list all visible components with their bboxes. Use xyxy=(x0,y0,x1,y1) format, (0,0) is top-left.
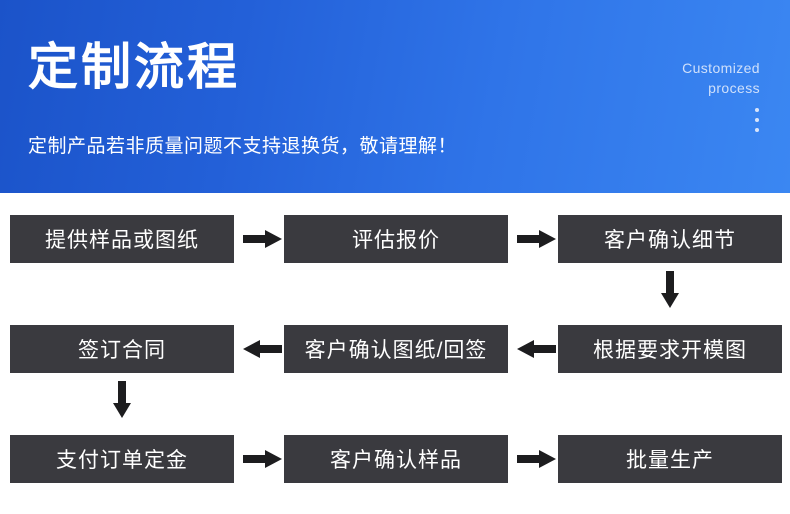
english-caption-line2: process xyxy=(708,80,760,97)
arrow-right-icon-1 xyxy=(240,227,286,251)
flow-node-evaluate-quote: 评估报价 xyxy=(284,215,508,263)
english-caption: Customized process xyxy=(640,58,760,99)
flow-node-pay-deposit: 支付订单定金 xyxy=(10,435,234,483)
flow-node-provide-sample: 提供样品或图纸 xyxy=(10,215,234,263)
arrow-down-icon-2 xyxy=(110,381,134,419)
flow-node-customer-confirm-details: 客户确认细节 xyxy=(558,215,782,263)
dot-1 xyxy=(755,108,759,112)
process-flow: 提供样品或图纸 评估报价 客户确认细节 签订合同 客户确认图纸/回签 xyxy=(0,193,790,514)
arrow-right-icon-3 xyxy=(240,447,286,471)
flow-node-customer-confirm-sample: 客户确认样品 xyxy=(284,435,508,483)
page-subtitle: 定制产品若非质量问题不支持退换货，敬请理解！ xyxy=(28,136,458,157)
arrow-right-icon-2 xyxy=(514,227,560,251)
flow-node-sign-contract: 签订合同 xyxy=(10,325,234,373)
dot-3 xyxy=(755,128,759,132)
arrow-down-icon-1 xyxy=(658,271,682,309)
arrow-left-icon-2 xyxy=(514,337,560,361)
dot-2 xyxy=(755,118,759,122)
arrow-left-icon-1 xyxy=(240,337,286,361)
vertical-dots-icon xyxy=(755,108,759,132)
page-title: 定制流程 xyxy=(28,39,240,95)
english-caption-line1: Customized xyxy=(682,60,760,76)
arrow-right-icon-4 xyxy=(514,447,560,471)
flow-node-customer-confirm-drawing: 客户确认图纸/回签 xyxy=(284,325,508,373)
flow-node-make-mold: 根据要求开模图 xyxy=(558,325,782,373)
flow-node-mass-production: 批量生产 xyxy=(558,435,782,483)
header-banner: 定制流程 定制产品若非质量问题不支持退换货，敬请理解！ Customized p… xyxy=(0,0,790,193)
